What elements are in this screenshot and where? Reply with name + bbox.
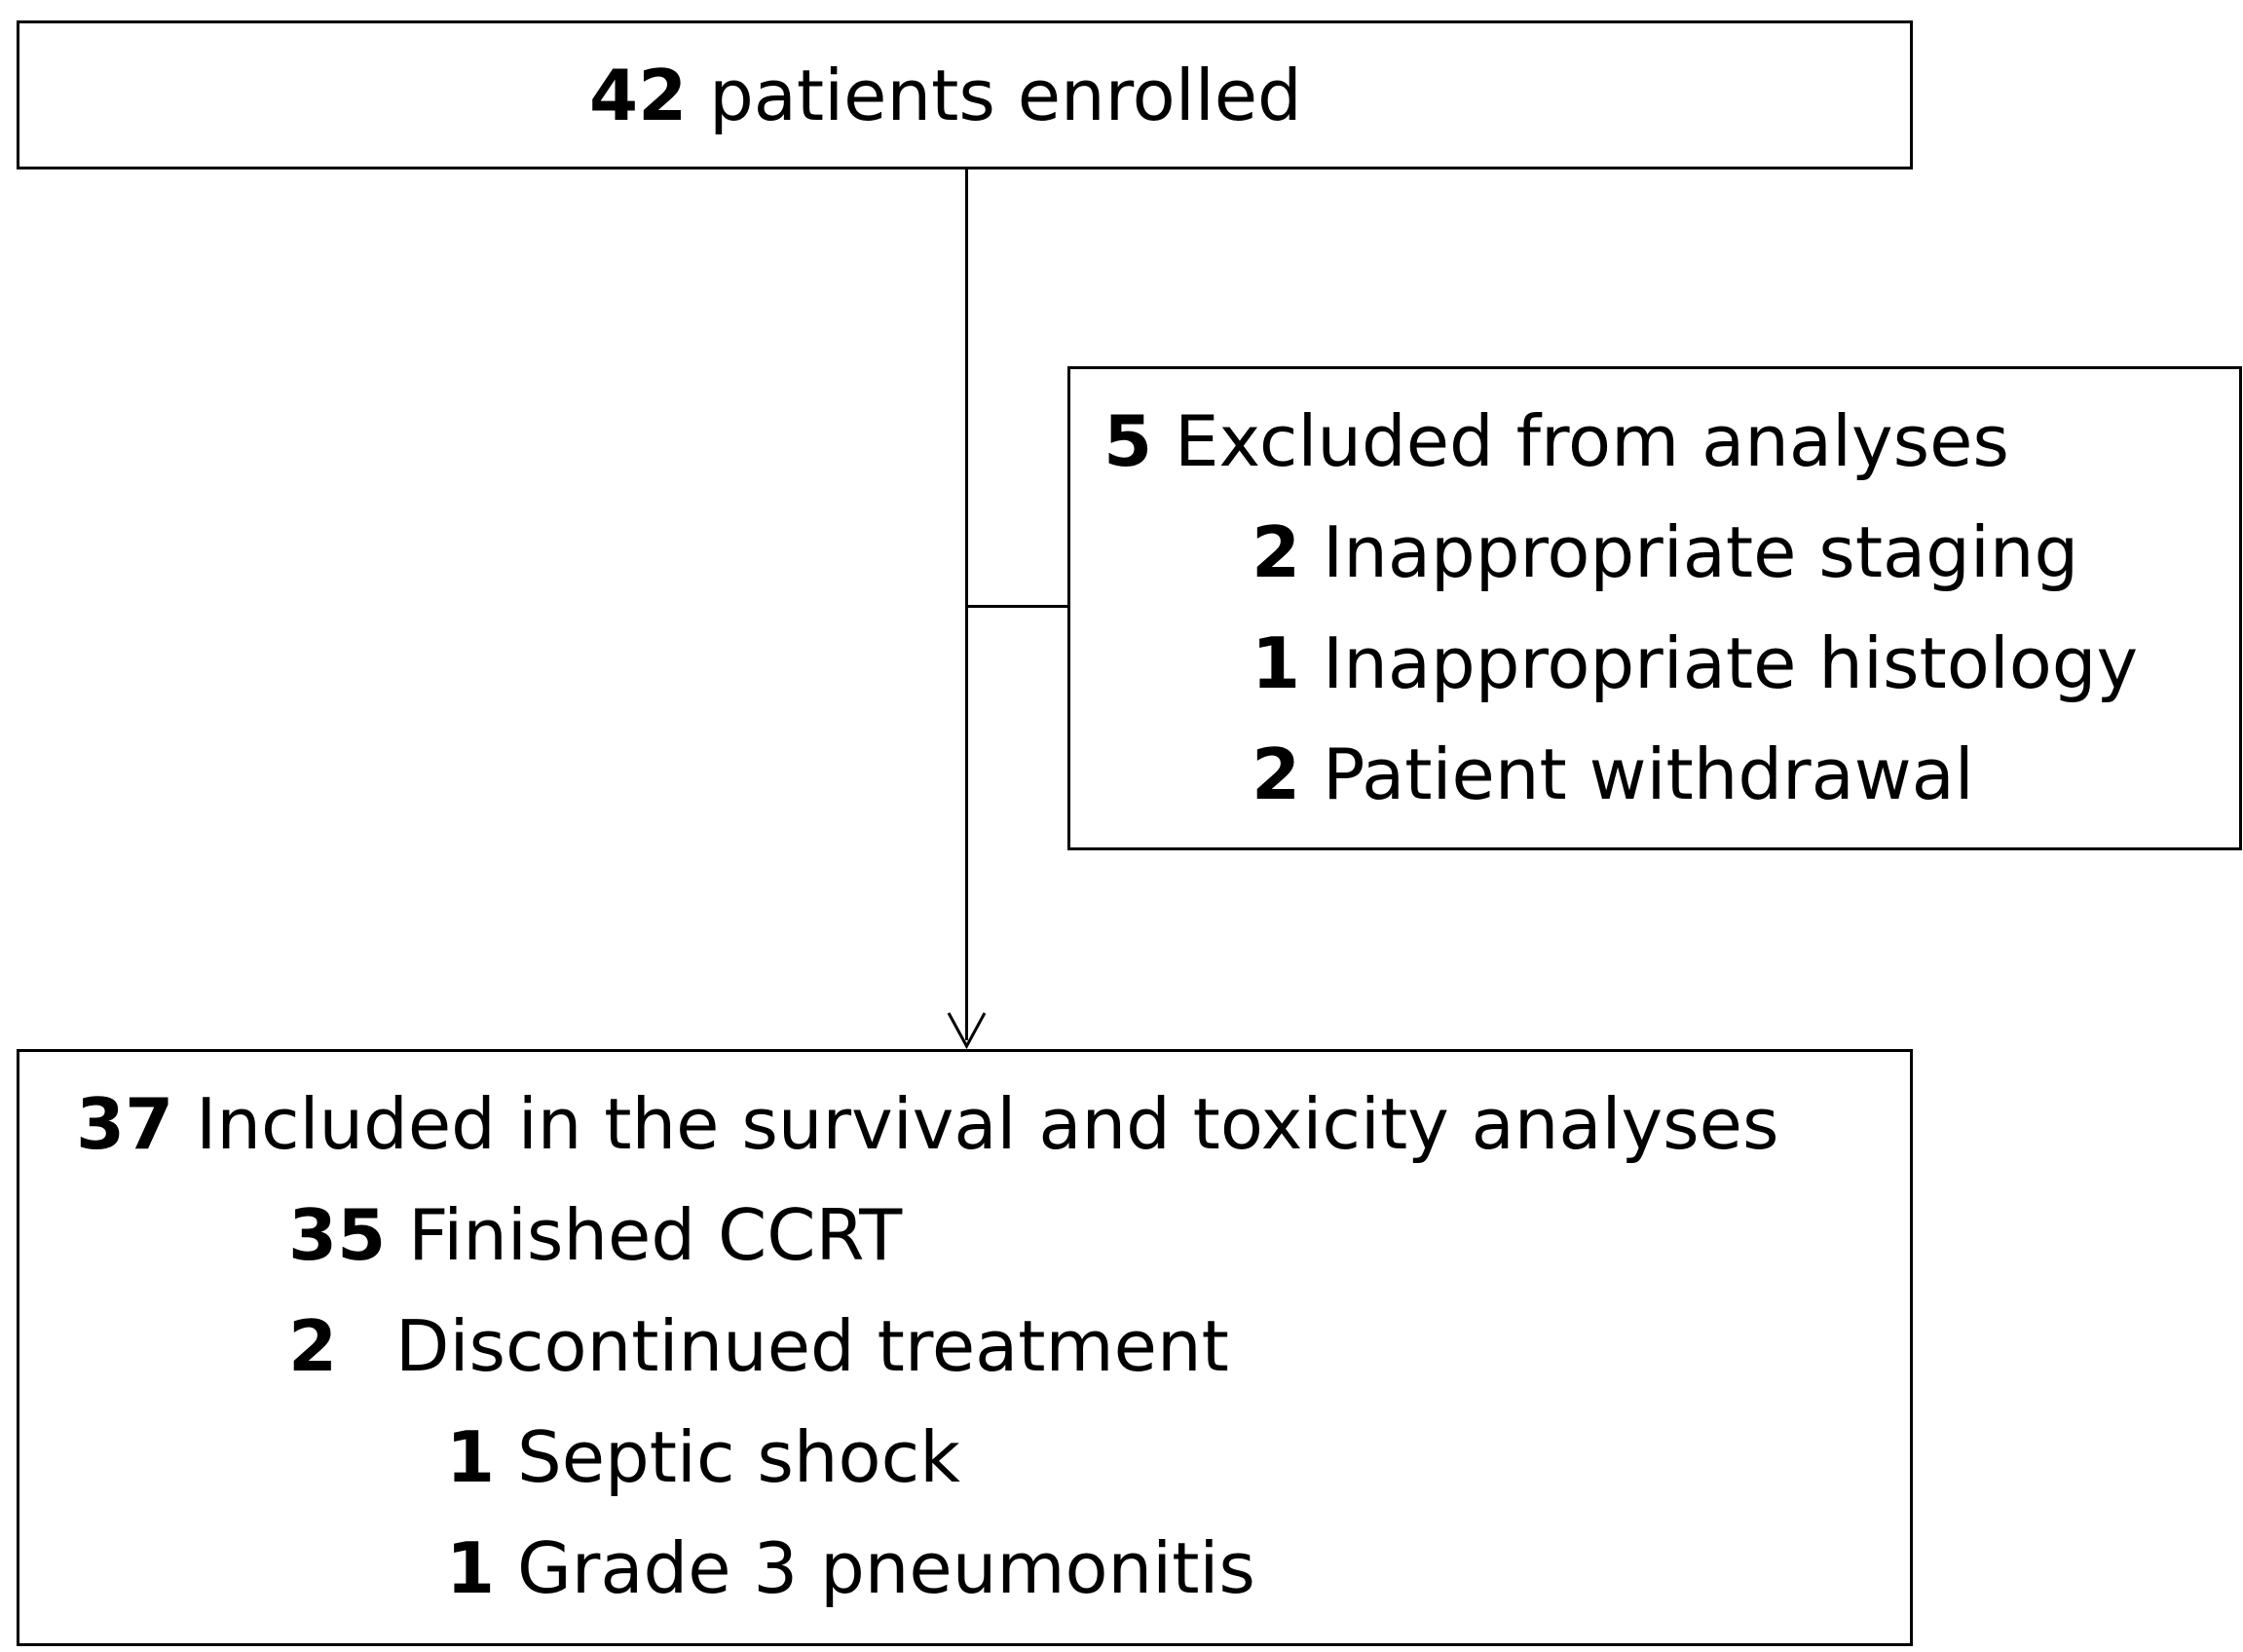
- discontinued-reason-item: 1 Septic shock: [446, 1422, 960, 1492]
- discontinued-reason-count: 1: [446, 1416, 496, 1498]
- arrowhead-icon: [947, 1012, 987, 1050]
- excluded-reason-count: 2: [1252, 733, 1301, 815]
- included-count: 37: [76, 1083, 174, 1165]
- excluded-reason-text: Inappropriate staging: [1323, 511, 2079, 593]
- included-heading: 37 Included in the survival and toxicity…: [76, 1089, 1778, 1159]
- excluded-box: 5 Excluded from analyses 2 Inappropriate…: [1067, 366, 2242, 850]
- excluded-reason-item: 2 Patient withdrawal: [1252, 739, 1974, 809]
- discontinued-count: 2: [288, 1305, 338, 1387]
- enrolled-text: patients enrolled: [709, 55, 1302, 136]
- finished-item: 35 Finished CCRT: [288, 1200, 902, 1270]
- excluded-heading: 5 Excluded from analyses: [1103, 406, 2009, 476]
- excluded-text: Excluded from analyses: [1175, 400, 2009, 482]
- excluded-reason-count: 1: [1252, 622, 1301, 704]
- discontinued-text: Discontinued treatment: [395, 1305, 1229, 1387]
- enrolled-count: 42: [589, 55, 688, 136]
- excluded-count: 5: [1103, 400, 1153, 482]
- excluded-reason-text: Inappropriate histology: [1323, 622, 2139, 704]
- exclusion-branch-line: [965, 605, 1067, 608]
- discontinued-reason-text: Grade 3 pneumonitis: [517, 1527, 1255, 1609]
- included-text: Included in the survival and toxicity an…: [196, 1083, 1779, 1165]
- included-box: 37 Included in the survival and toxicity…: [17, 1049, 1913, 1646]
- discontinued-reason-text: Septic shock: [517, 1416, 960, 1498]
- enrolled-box: 42 patients enrolled: [17, 20, 1913, 169]
- finished-text: Finished CCRT: [408, 1194, 903, 1276]
- discontinued-reason-item: 1 Grade 3 pneumonitis: [446, 1533, 1255, 1603]
- excluded-reason-item: 2 Inappropriate staging: [1252, 517, 2078, 587]
- excluded-reason-item: 1 Inappropriate histology: [1252, 628, 2138, 698]
- enrolled-line: 42 patients enrolled: [589, 60, 1302, 131]
- finished-count: 35: [288, 1194, 387, 1276]
- excluded-reason-text: Patient withdrawal: [1323, 733, 1974, 815]
- excluded-reason-count: 2: [1252, 511, 1301, 593]
- discontinued-reason-count: 1: [446, 1527, 496, 1609]
